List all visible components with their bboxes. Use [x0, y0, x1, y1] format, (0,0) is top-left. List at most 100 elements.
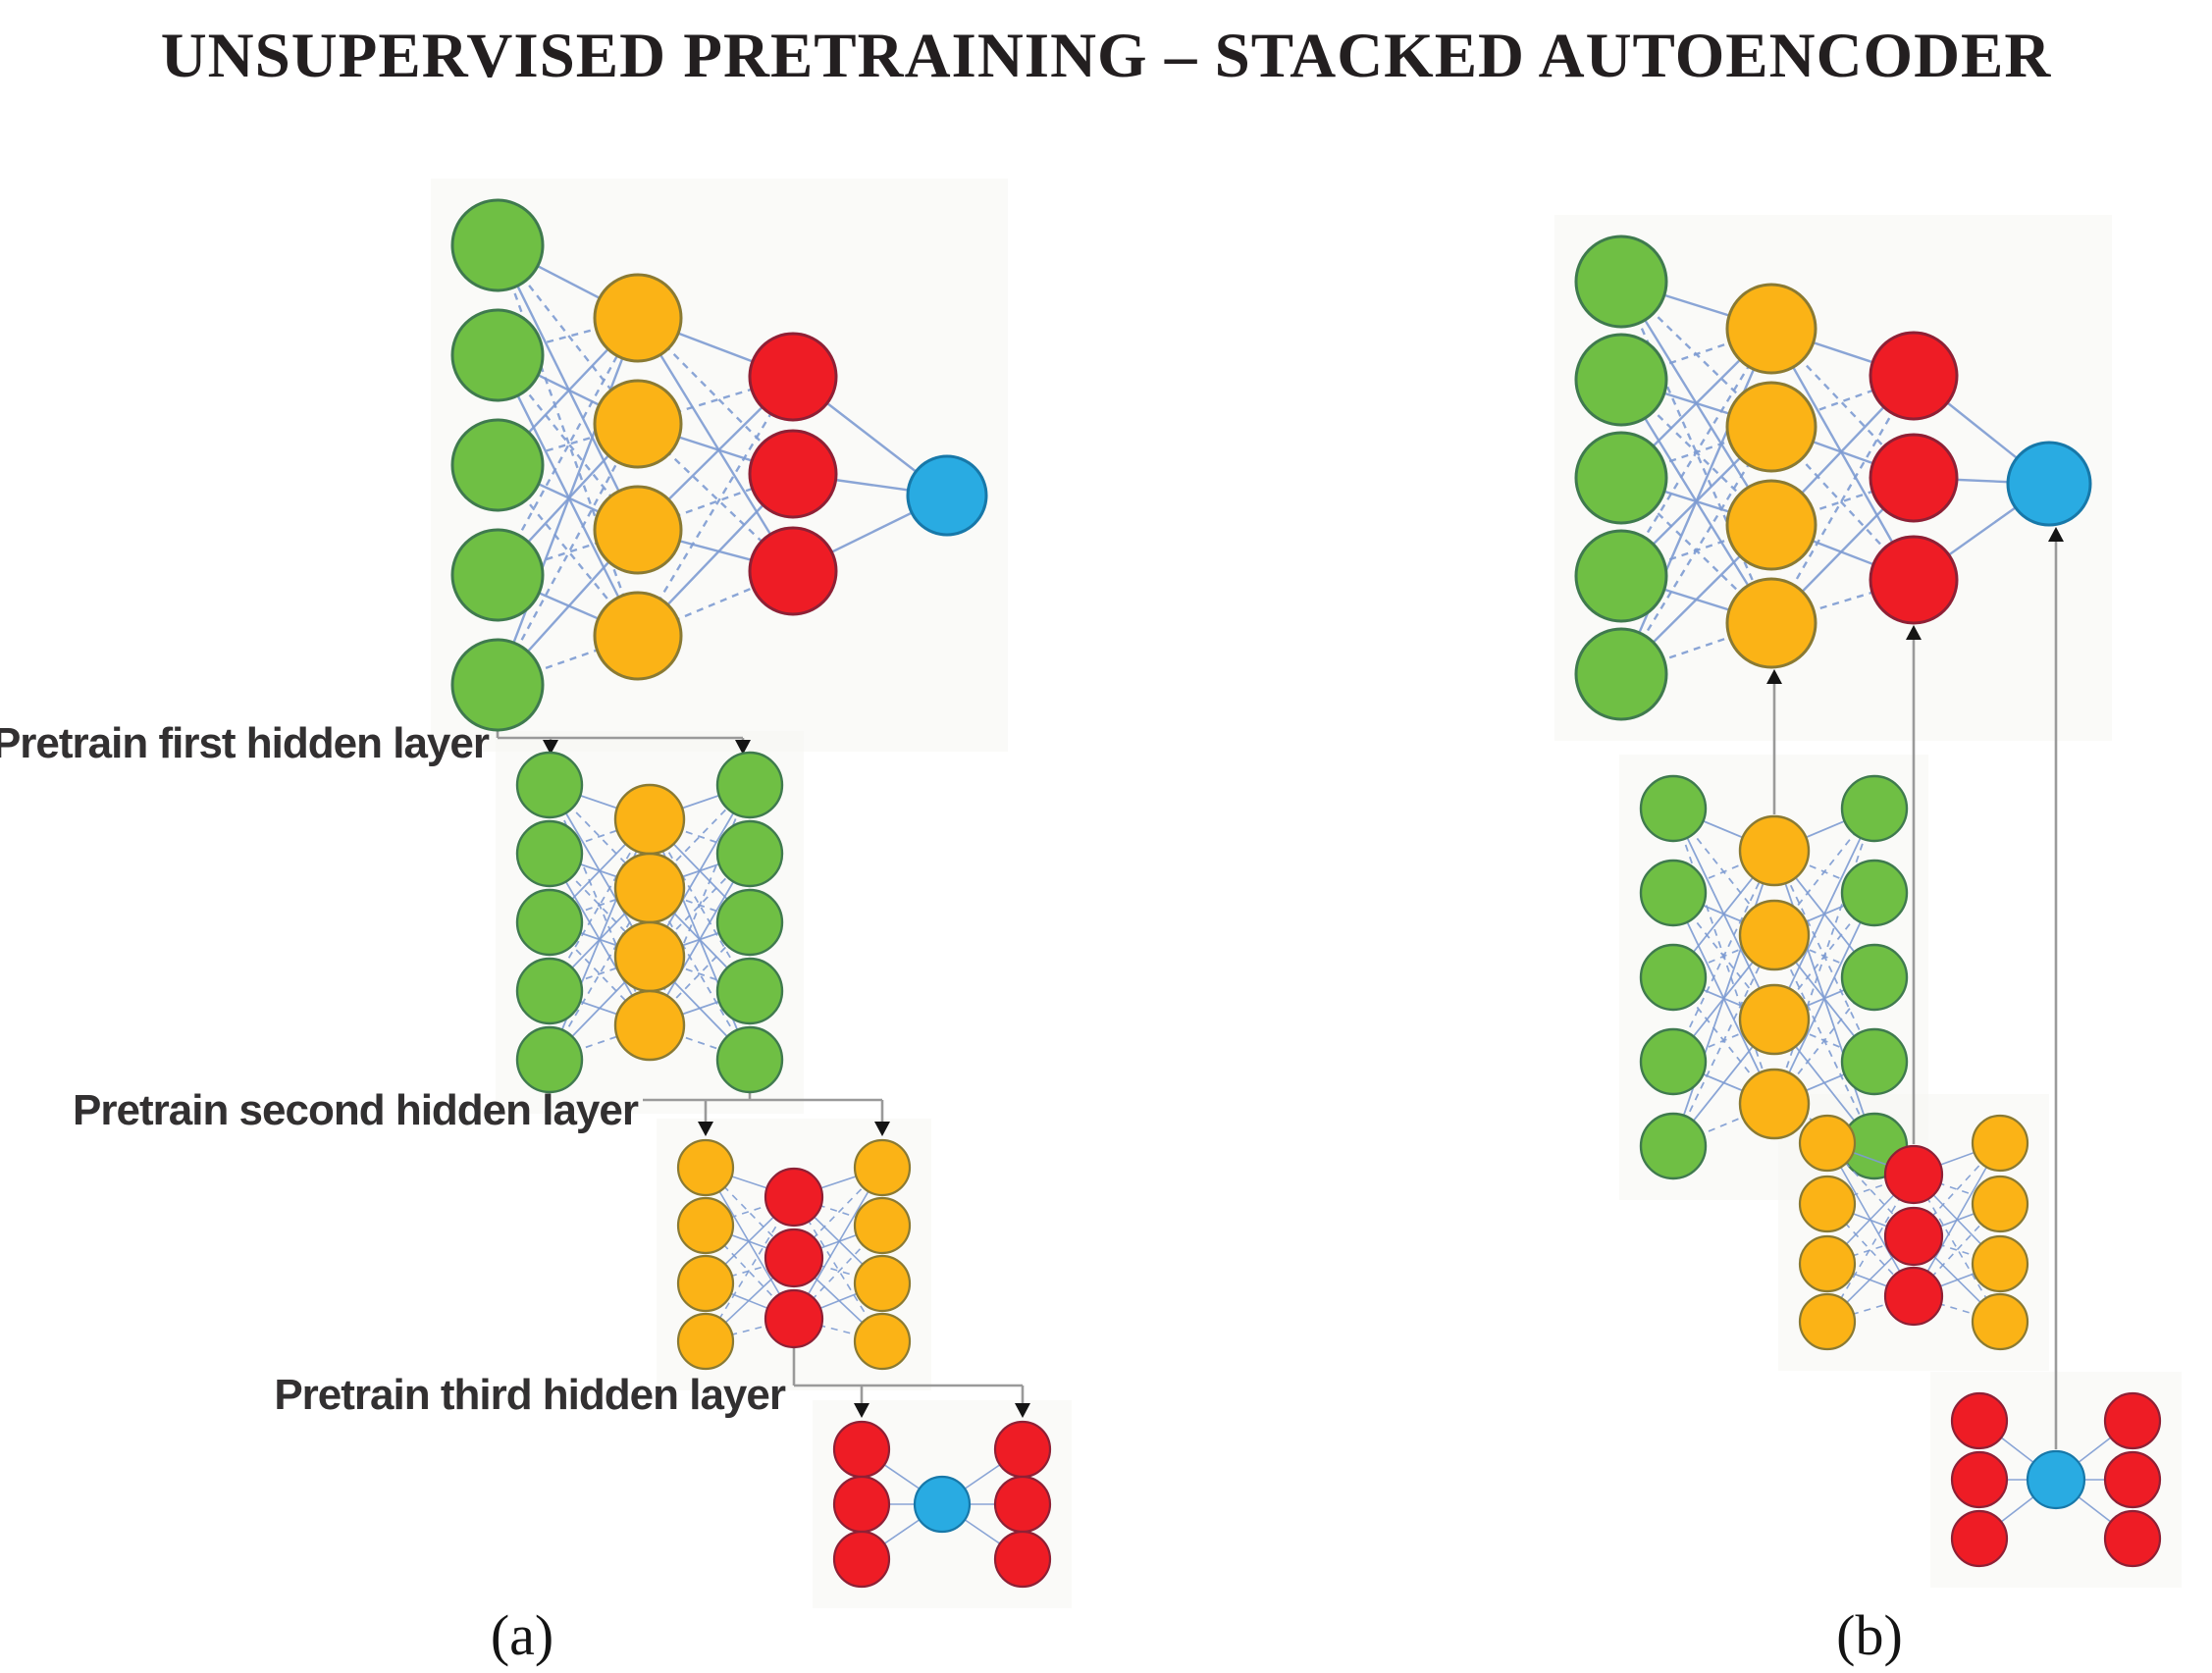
- node-orange: [676, 1254, 735, 1313]
- arrowhead-up-icon: [1906, 625, 1922, 640]
- node-red: [832, 1530, 891, 1589]
- node-red: [832, 1475, 891, 1534]
- node-orange: [1725, 577, 1817, 669]
- node-orange: [1725, 479, 1817, 571]
- node-orange: [853, 1196, 912, 1255]
- node-orange: [676, 1196, 735, 1255]
- panel-a-diagram: [431, 179, 1072, 1608]
- node-orange: [593, 379, 683, 469]
- node-orange: [1738, 814, 1811, 887]
- node-orange: [1798, 1114, 1857, 1173]
- node-orange: [853, 1138, 912, 1197]
- node-orange: [1738, 1068, 1811, 1140]
- edge-line: [637, 423, 794, 572]
- edge-line: [1769, 328, 1916, 581]
- node-orange: [1798, 1292, 1857, 1351]
- node-green: [515, 888, 584, 957]
- node-green: [1639, 943, 1708, 1012]
- edge-line: [496, 317, 640, 576]
- node-green: [515, 751, 584, 819]
- node-green: [450, 418, 545, 512]
- edge-line: [1769, 375, 1916, 624]
- node-red: [1869, 331, 1959, 421]
- node-red: [1950, 1450, 2009, 1509]
- edge-line: [496, 244, 640, 531]
- edge-line: [496, 423, 640, 686]
- node-red: [993, 1420, 1052, 1479]
- node-orange: [593, 485, 683, 575]
- node-red: [2103, 1450, 2162, 1509]
- label-pretrain-third-hidden-layer: Pretrain third hidden layer: [274, 1371, 786, 1419]
- node-red: [1950, 1391, 2009, 1450]
- edge-line: [636, 317, 795, 572]
- node-red: [764, 1228, 824, 1288]
- edge-line: [1672, 934, 1775, 1147]
- node-red: [832, 1420, 891, 1479]
- node-green: [515, 819, 584, 888]
- node-green: [1639, 859, 1708, 927]
- arrowhead-down-icon: [874, 1122, 890, 1136]
- node-orange: [1798, 1234, 1857, 1293]
- node-orange: [1971, 1234, 2029, 1293]
- node-red: [748, 429, 838, 519]
- edge-line: [1773, 808, 1875, 1105]
- arrowhead-down-icon: [543, 740, 558, 755]
- node-orange: [613, 920, 686, 993]
- panel-a: Pretrain first hidden layer Pretrain sec…: [0, 179, 1072, 1667]
- node-red: [2103, 1391, 2162, 1450]
- caption-a: (a): [491, 1603, 553, 1667]
- edge-line: [1619, 328, 1773, 675]
- node-red: [1869, 433, 1959, 523]
- node-orange: [593, 273, 683, 363]
- edge-line: [1672, 850, 1775, 1063]
- label-pretrain-first-hidden-layer: Pretrain first hidden layer: [0, 719, 490, 767]
- panel-b-diagram: [1554, 215, 2182, 1588]
- node-green: [715, 1025, 784, 1094]
- node-orange: [853, 1312, 912, 1371]
- node-green: [1639, 1027, 1708, 1096]
- node-green: [450, 638, 545, 732]
- node-green: [1639, 1112, 1708, 1180]
- node-red: [764, 1288, 824, 1349]
- edge-line: [496, 354, 640, 637]
- node-blue: [913, 1475, 972, 1534]
- node-red: [748, 526, 838, 616]
- arrowhead-up-icon: [1766, 669, 1782, 684]
- node-green: [1840, 943, 1909, 1012]
- arrowhead-down-icon: [735, 740, 751, 755]
- node-orange: [1738, 983, 1811, 1056]
- edge-line: [496, 244, 640, 637]
- node-orange: [1738, 899, 1811, 971]
- node-green: [450, 528, 545, 622]
- arrowhead-down-icon: [854, 1403, 869, 1418]
- node-red: [1869, 535, 1959, 625]
- edge-line: [1619, 281, 1773, 624]
- node-green: [450, 308, 545, 402]
- node-orange: [1971, 1175, 2029, 1233]
- arrowhead-down-icon: [698, 1122, 713, 1136]
- node-blue: [2006, 441, 2092, 527]
- node-red: [1883, 1144, 1944, 1205]
- arrowhead-up-icon: [2048, 527, 2064, 542]
- node-blue: [2026, 1449, 2086, 1510]
- node-green: [1574, 431, 1668, 525]
- node-red: [1883, 1266, 1944, 1327]
- node-orange: [613, 989, 686, 1062]
- arrowhead-down-icon: [1015, 1403, 1030, 1418]
- node-green: [1574, 627, 1668, 721]
- edge-line: [1619, 426, 1773, 675]
- node-green: [1639, 774, 1708, 843]
- node-blue: [906, 454, 988, 537]
- node-green: [715, 819, 784, 888]
- node-red: [764, 1167, 824, 1228]
- node-red: [1950, 1509, 2009, 1568]
- edge-line: [496, 317, 640, 686]
- node-green: [450, 198, 545, 292]
- node-green: [1574, 529, 1668, 623]
- caption-b: (b): [1836, 1603, 1903, 1667]
- node-orange: [613, 783, 686, 856]
- node-green: [1574, 333, 1668, 427]
- node-green: [515, 1025, 584, 1094]
- figure-title: UNSUPERVISED PRETRAINING – STACKED AUTOE…: [161, 21, 2052, 91]
